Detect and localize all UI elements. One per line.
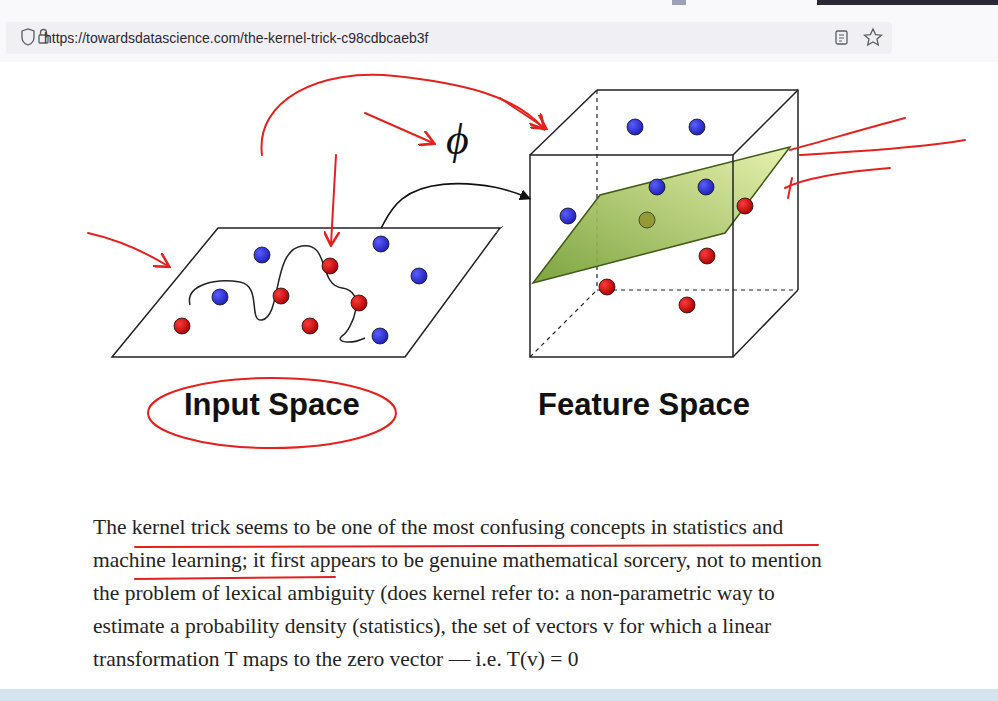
tab-mark bbox=[672, 0, 686, 5]
mapping-arrow bbox=[381, 184, 530, 228]
browser-bar bbox=[0, 0, 998, 62]
separating-hyperplane bbox=[533, 147, 790, 283]
shield-icon bbox=[22, 29, 34, 45]
article-paragraph: The kernel trick seems to be one of the … bbox=[93, 511, 845, 676]
feature-map-symbol: ϕ bbox=[446, 118, 469, 162]
star-icon bbox=[865, 29, 882, 45]
cube-points-front bbox=[560, 179, 753, 228]
window-strip bbox=[817, 0, 998, 5]
url-text: https://towardsdatascience.com/the-kerne… bbox=[44, 29, 428, 47]
bottom-band bbox=[0, 689, 998, 701]
cube-front-face bbox=[530, 155, 733, 357]
feature-cube bbox=[530, 90, 798, 357]
figure-panel: Feature Space bbox=[530, 88, 800, 358]
figure-panel: Input Space bbox=[112, 228, 500, 358]
input-plane bbox=[112, 228, 500, 357]
space-heading: Feature Space bbox=[538, 386, 750, 423]
red-annotations bbox=[88, 75, 965, 579]
url-field bbox=[6, 22, 892, 54]
reader-lines bbox=[839, 35, 844, 41]
space-heading: Input Space bbox=[184, 386, 360, 423]
input-points bbox=[174, 236, 427, 344]
reader-icon bbox=[836, 31, 847, 44]
decision-curve bbox=[189, 246, 365, 342]
plane-corner bbox=[496, 226, 503, 233]
